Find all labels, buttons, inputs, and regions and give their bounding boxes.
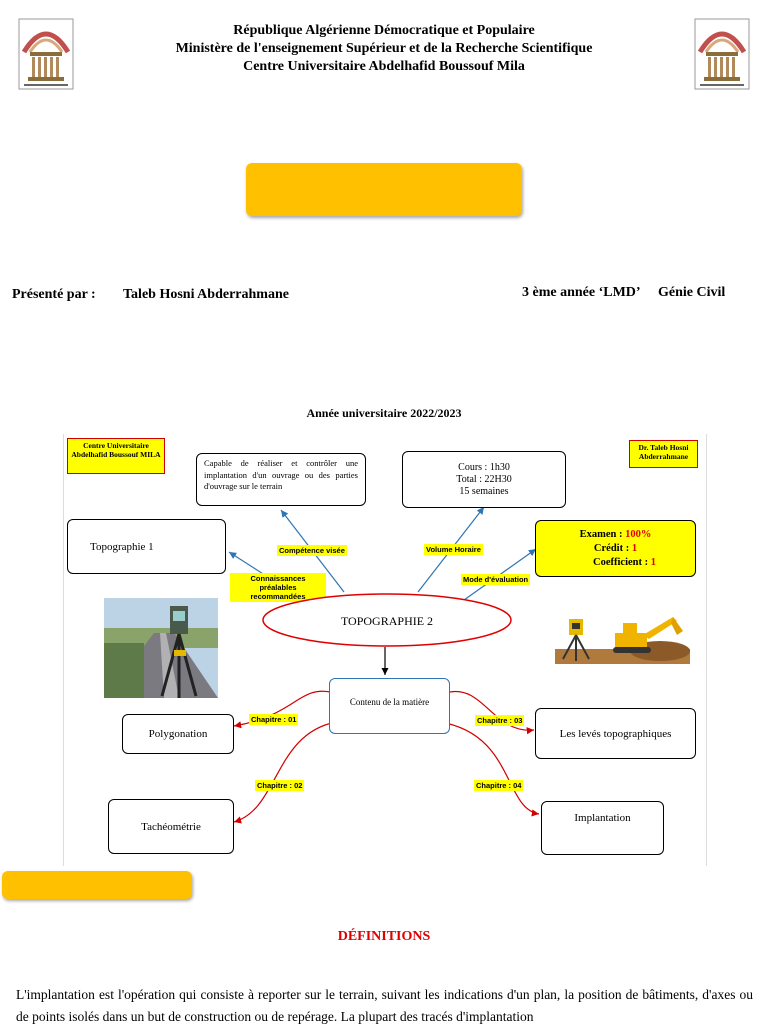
credit-label: Crédit : — [593, 542, 630, 554]
content-box: Contenu de la matière — [329, 678, 450, 734]
competence-label: Compétence visée — [277, 545, 347, 556]
chapter-03-label: Chapitre : 03 — [475, 715, 525, 726]
coef-label: Coefficient : — [593, 556, 649, 568]
chapter-02-label: Chapitre : 02 — [255, 780, 305, 791]
title-banner — [246, 163, 522, 216]
chapter-01-label: Chapitre : 01 — [249, 714, 299, 725]
course-ellipse — [262, 593, 512, 647]
presenter-name: Taleb Hosni Abderrahmane — [123, 287, 289, 302]
institution-box: Centre Universitaire Abdelhafid Boussouf… — [67, 438, 165, 474]
prerequisite-box: Topographie 1 — [67, 519, 226, 574]
presenter-label: Présenté par : — [12, 287, 96, 302]
hours-box: Cours : 1h30 Total : 22H30 15 semaines — [402, 451, 566, 508]
exam-value: 100% — [625, 528, 652, 540]
university-logo-right — [694, 18, 750, 90]
course-title: TOPOGRAPHIE 2 — [340, 614, 434, 628]
author-box: Dr. Taleb Hosni Abderrahmane — [629, 440, 698, 468]
hours-weeks: 15 semaines — [459, 485, 509, 497]
definitions-paragraph: L'implantation est l'opération qui consi… — [16, 987, 753, 1024]
course-mindmap: Centre Universitaire Abdelhafid Boussouf… — [63, 434, 707, 866]
chapter-02-box: Tachéométrie — [108, 799, 234, 854]
academic-year: Année universitaire 2022/2023 — [306, 406, 462, 420]
student-field: Génie Civil — [658, 285, 726, 300]
competence-box: Capable de réaliser et contrôler une imp… — [196, 453, 366, 506]
chapter-04-label: Chapitre : 04 — [474, 780, 524, 791]
total-station-road-photo — [104, 598, 218, 698]
hours-label: Volume Horaire — [424, 544, 483, 555]
header-university: Centre Universitaire Abdelhafid Boussouf… — [243, 59, 525, 74]
chapter-04-box: Implantation — [541, 801, 664, 855]
header-republic: République Algérienne Démocratique et Po… — [233, 23, 535, 38]
excavator-photo — [555, 611, 690, 664]
hours-total: Total : 22H30 — [456, 473, 512, 485]
university-logo-left — [18, 18, 74, 90]
section-banner — [2, 871, 192, 899]
evaluation-box: Examen : 100% Crédit : 1 Coefficient : 1 — [535, 520, 696, 577]
credit-value: 1 — [631, 542, 638, 554]
header-ministry: Ministère de l'enseignement Supérieur et… — [175, 41, 593, 56]
chapter-01-box: Polygonation — [122, 714, 234, 754]
chapter-03-box: Les levés topographiques — [535, 708, 696, 759]
definitions-title: DÉFINITIONS — [337, 929, 431, 944]
prereq-label: Connaissances préalables recommandées — [230, 573, 326, 602]
evaluation-label: Mode d'évaluation — [461, 574, 531, 585]
student-level: 3 ème année ‘LMD’ — [522, 285, 641, 300]
coef-value: 1 — [650, 556, 656, 568]
hours-cours: Cours : 1h30 — [458, 461, 510, 473]
exam-label: Examen : — [579, 528, 623, 540]
